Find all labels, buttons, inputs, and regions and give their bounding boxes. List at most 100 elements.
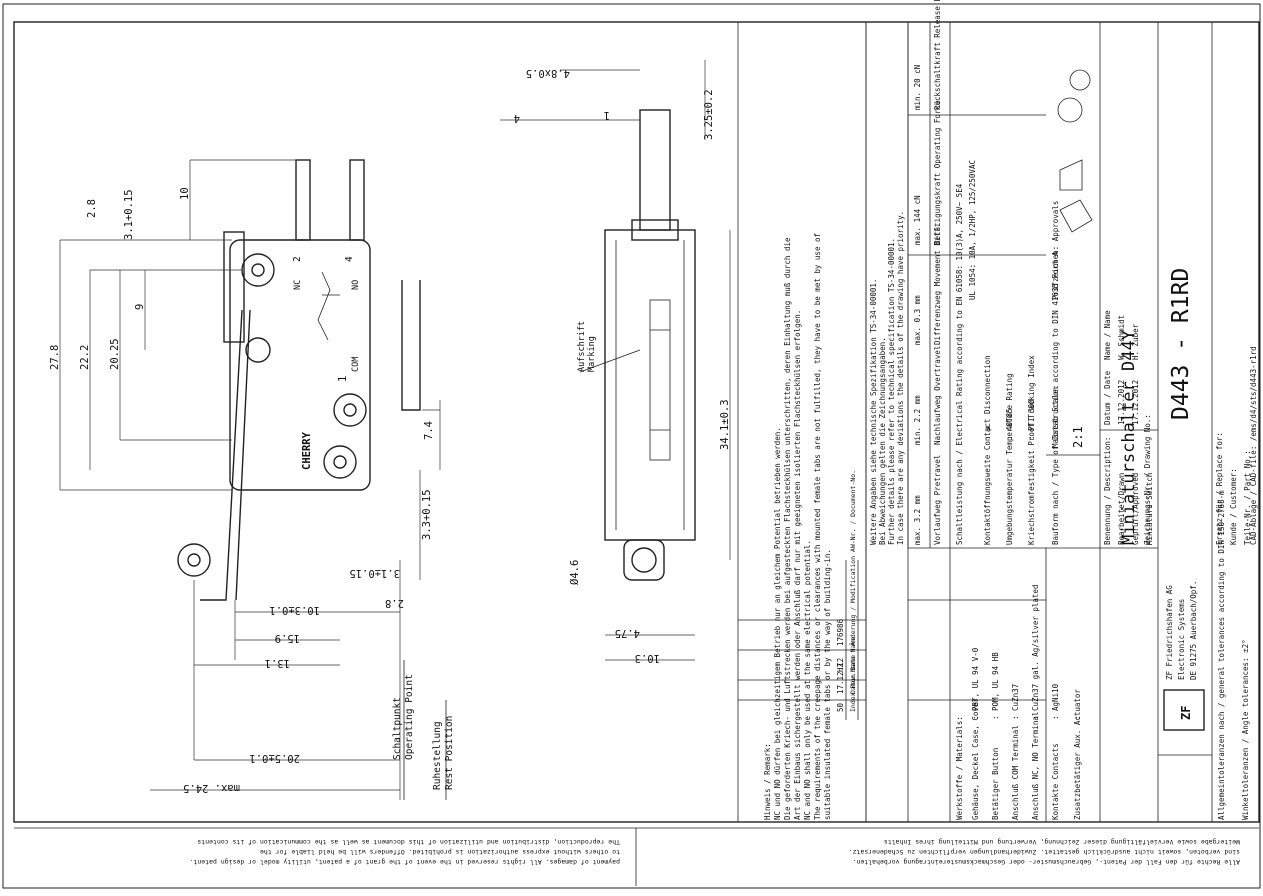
dim-10-3-front: 10.3 xyxy=(635,652,660,664)
part-title: Miniaturschalter D44Y xyxy=(1119,330,1139,545)
nc-label: NC xyxy=(293,280,303,290)
front-view: Aufschrift Marking 4.8x0.5 4 1 3.25±0.2 … xyxy=(500,60,731,664)
travel-2-label: Differenzweg Movement Diff. xyxy=(933,223,942,345)
prop-2-value: : PTI 300 xyxy=(1027,399,1036,440)
actuator-lever xyxy=(200,309,243,601)
zf-logo-text: ZF xyxy=(1179,706,1193,720)
prop-0-value: : µ xyxy=(983,426,992,440)
dim-dia-4-6: Ø4.6 xyxy=(569,560,581,585)
footer-left-1: The reproduction, distribution and utili… xyxy=(197,838,620,846)
prop-2-label: Kriechstromfestigkeit Proof Tracking Ind… xyxy=(1027,355,1036,545)
material-1-label: Gehäuse, Deckel Case, Cover xyxy=(971,698,980,820)
dim-20-5: 20.5±0.1 xyxy=(249,752,300,764)
dim-22-2: 22.2 xyxy=(79,345,91,370)
mounting-hole-com xyxy=(333,393,367,427)
rev-h-index: Index Rev. xyxy=(849,673,857,712)
travel-3-head: max. 144 cN xyxy=(913,195,922,245)
drawn-date: 17.12.2012 xyxy=(1117,380,1126,425)
drawing-no-label: Zeichnungs-Nr. / Drawing No.: xyxy=(1143,414,1152,545)
bearbeitet-label: Bearbeitet/Drawn xyxy=(1117,473,1126,545)
benennung-label: Benennung / Description: xyxy=(1103,437,1112,545)
material-3-value: : CuZn37 xyxy=(1011,684,1020,720)
rev-h-date: Datum Date xyxy=(849,655,857,694)
ul-mark-icon xyxy=(1057,97,1083,123)
cul-mark-icon xyxy=(1069,69,1091,91)
company-line-3: DE 91275 Auerbach/Opf. xyxy=(1189,581,1198,680)
terminal-tab-top xyxy=(295,159,311,241)
bauform-text: Bauform nach / Type of Construction acco… xyxy=(1051,251,1060,545)
material-6-label: Zusatzbetätiger Aux. Actuator xyxy=(1073,689,1082,820)
pivot-hole xyxy=(245,337,271,363)
title-block: Hinweis / Remark: NC und NO dürfen bei g… xyxy=(737,0,1258,822)
dim-3-1-bot: 3.1±0.15 xyxy=(349,567,400,579)
material-6-value: : xyxy=(1073,715,1082,720)
footer-left-2: to others without express authorization … xyxy=(260,848,620,856)
sheet-frame xyxy=(2,3,1261,889)
terminal-2-label: 2 xyxy=(292,256,303,262)
spec-line-2: Further details please refer to technica… xyxy=(887,238,896,545)
terminal-4-label: 4 xyxy=(344,256,355,262)
general-tolerances: Allgemeintoleranzen nach / general toler… xyxy=(1217,490,1226,820)
rating-line-1: Schaltleistung nach / Electrical Rating … xyxy=(955,183,964,545)
cherry-logo: CHERRY xyxy=(301,431,313,470)
drawing-number: D443 - R1RD xyxy=(1168,268,1194,420)
travel-1-label: Nachlaufweg Overtravel xyxy=(933,346,942,445)
dim-13-1: 13.1 xyxy=(265,657,290,669)
kunde-label: Kunde / Customer: xyxy=(1229,468,1238,545)
dim-4-8x0-5: 4.8x0.5 xyxy=(526,67,570,79)
travel-1-head: min. 2.2 mm xyxy=(913,395,922,445)
spec-line-3: In case there are any deviations the det… xyxy=(896,211,905,545)
prop-0-label: Kontaktöffnungsweite Contact Disconnecti… xyxy=(983,355,992,545)
switch-housing xyxy=(229,239,371,491)
front-terminal xyxy=(639,109,671,231)
housing-left-flange xyxy=(223,231,245,343)
material-5-value: : AgNi10 xyxy=(1051,683,1060,720)
prop-1-value: : 40T85 xyxy=(1005,408,1014,440)
marking-label: Marking xyxy=(587,336,597,372)
dim-15-9: 15.9 xyxy=(275,632,300,644)
dim-34-1: 34.1±0.3 xyxy=(719,399,731,450)
material-2-value: : POM, UL 94 HB xyxy=(991,652,1000,720)
approval-mark-2-icon xyxy=(1059,159,1083,191)
rev-doc: 176986 xyxy=(836,618,845,646)
ruhestellung-label: Ruhestellung xyxy=(432,721,443,790)
material-4-value: : CuZn37 gal. Ag/silver plated xyxy=(1031,585,1040,720)
rev-name: HZ xyxy=(836,662,845,672)
dim-4: 4 xyxy=(514,112,520,124)
dim-1: 1 xyxy=(604,109,610,121)
ersatz-label: Ersatz für / Replace for: xyxy=(1215,432,1224,545)
prop-1-label: Umgebungstemperatur Temperature Rating xyxy=(1005,373,1014,545)
col-name: Name / Name xyxy=(1103,310,1112,360)
travel-0-head: max. 3.2 mm xyxy=(913,495,922,545)
marking-leader xyxy=(579,349,641,373)
part-subtitle: Miniature Switch xyxy=(1145,473,1154,545)
dim-20-25: 20.25 xyxy=(109,338,121,370)
note-line-1: NC und NO dürfen bei gleichzeitigem Betr… xyxy=(773,427,782,820)
rating-line-2: UL 1054: 10A, 1/2HP, 125/250VAC xyxy=(968,160,977,300)
mounting-hole-top xyxy=(241,253,275,287)
rev-index: 50 xyxy=(836,702,845,712)
approval-mark-1-icon xyxy=(1059,199,1093,233)
spec-line-1: Bei Abweichungen gelten die Zeichnungsan… xyxy=(878,337,887,545)
dim-2-8-top: 2.8 xyxy=(86,199,98,218)
material-2-label: Betätiger Button xyxy=(991,748,1000,820)
material-3-label: Anschluß COM Terminal xyxy=(1011,725,1020,820)
aufschrift-label: Aufschrift xyxy=(577,321,587,372)
approved-name: H. Zuber xyxy=(1131,323,1140,360)
material-5-label: Kontakte Contacts xyxy=(1051,743,1060,820)
operating-point-label: Operating Point xyxy=(404,674,415,760)
dim-2-8-bot: 2.8 xyxy=(385,597,404,609)
spec-line-0: Weitere Angaben siehe technische Spezifi… xyxy=(869,279,878,545)
angle-tolerances: Winkeltoleranzen / Angle tolerances: ±2° xyxy=(1241,639,1250,820)
travel-2-head: max. 0.3 mm xyxy=(913,295,922,345)
contact-spring xyxy=(317,271,331,341)
approvals-label: Prüfzeichen: Approvals xyxy=(1051,201,1060,300)
travel-4-head: min. 20 cN xyxy=(913,65,922,110)
dim-3-1-tol: 3.1+0.15 xyxy=(123,189,135,240)
note-line-3: Art der Einbaus sichergestellt werden od… xyxy=(793,310,802,820)
zf-logo-icon xyxy=(1163,689,1205,731)
rev-date: 17.12.12 xyxy=(836,658,845,694)
rev-h-name: Name Name xyxy=(849,637,857,672)
dim-27-8: 27.8 xyxy=(49,345,61,370)
